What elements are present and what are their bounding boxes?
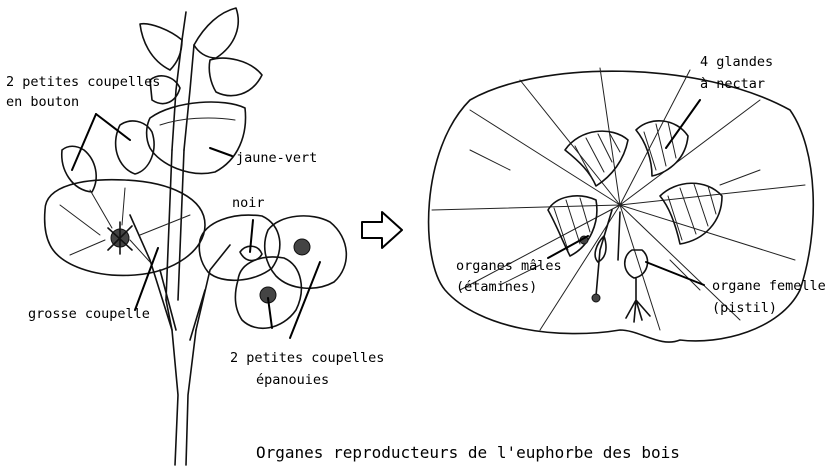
leader-black [250,220,253,252]
label-glands-line1: 4 glandes [700,54,773,70]
label-glands-line2: à nectar [700,76,765,92]
left-leaders [72,114,320,338]
label-open-line2: épanouies [256,372,329,388]
bud-cup-1 [116,121,154,174]
leader-bud-2 [96,114,130,140]
label-open-line1: 2 petites coupelles [230,350,384,366]
leader-open-2 [290,262,320,338]
nectar-gland-4 [548,196,597,256]
figure-caption: Organes reproducteurs de l'euphorbe des … [256,443,680,462]
label-bud-line2: en bouton [6,94,79,110]
leaf-top-3 [209,58,262,96]
stem-upper [166,150,184,300]
stem-branch-right [190,245,230,340]
yellow-green-cup [147,102,246,173]
label-male-line2: (étamines) [456,279,537,295]
stamens [595,210,620,296]
leader-big-cup [135,248,158,310]
hollow-right-arrow-icon [362,212,402,248]
label-yellow-green: jaune-vert [236,150,317,166]
label-black: noir [232,195,265,211]
label-female-line1: organe femelle [712,278,826,294]
nectar-gland-3 [660,183,722,244]
label-bud-line1: 2 petites coupelles [6,74,160,90]
leaf-top-2 [194,8,238,58]
label-big-cup: grosse coupelle [28,306,150,322]
label-female-line2: (pistil) [712,300,777,316]
open-cup-back [199,215,280,280]
leaf-top-1 [140,24,182,70]
label-male-line1: organes mâles [456,258,562,274]
leader-yellow-green [210,148,232,156]
